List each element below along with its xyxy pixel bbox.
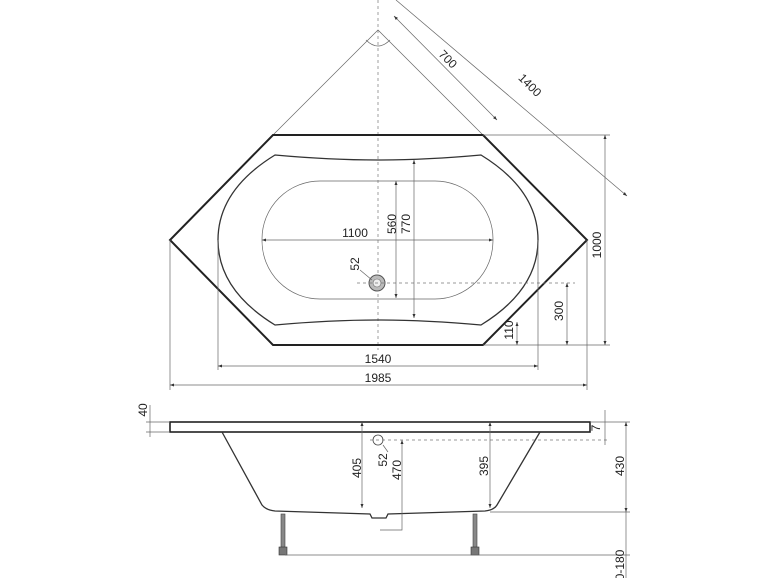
basin-profile xyxy=(221,431,541,519)
dim-1540-label: 1540 xyxy=(365,352,392,366)
dim-1400-line xyxy=(395,0,628,197)
leg-left xyxy=(278,513,288,556)
dim-52-side-label: 52 xyxy=(376,453,390,467)
dim-1100-label: 1100 xyxy=(342,226,368,240)
dim-700-label: 700 xyxy=(436,47,460,71)
dim-395-label: 395 xyxy=(477,456,491,476)
dim-1985-label: 1985 xyxy=(365,371,392,385)
inner-basin xyxy=(217,154,539,326)
dim-470-line xyxy=(380,440,404,531)
leg-right xyxy=(470,513,480,556)
dim-legs-label: 0-180 xyxy=(613,549,627,578)
dim-560-label: 560 xyxy=(385,214,399,234)
dim-470-label: 470 xyxy=(390,460,404,480)
dim-700-line xyxy=(393,15,498,121)
dim-52-label: 52 xyxy=(348,257,362,271)
dim-1000-label: 1000 xyxy=(590,231,604,258)
dim-1400-label: 1400 xyxy=(515,71,544,100)
dim-405-label: 405 xyxy=(350,458,364,478)
dim-770-label: 770 xyxy=(399,214,413,234)
dim-40-label: 40 xyxy=(136,403,150,417)
dim-110-label: 110 xyxy=(502,320,516,339)
side-view: 40 7 405 52 470 395 430 0-180 xyxy=(136,403,630,578)
dim-430-label: 430 xyxy=(613,456,627,476)
top-view: 700 1400 1000 300 110 770 560 1100 52 15… xyxy=(168,0,628,390)
leader-52 xyxy=(359,269,373,281)
dim-7-label: 7 xyxy=(589,424,603,431)
leader-52 xyxy=(382,444,389,453)
rim-profile xyxy=(169,421,591,433)
dim-300-label: 300 xyxy=(552,301,566,321)
right-angle-mark xyxy=(365,39,391,47)
